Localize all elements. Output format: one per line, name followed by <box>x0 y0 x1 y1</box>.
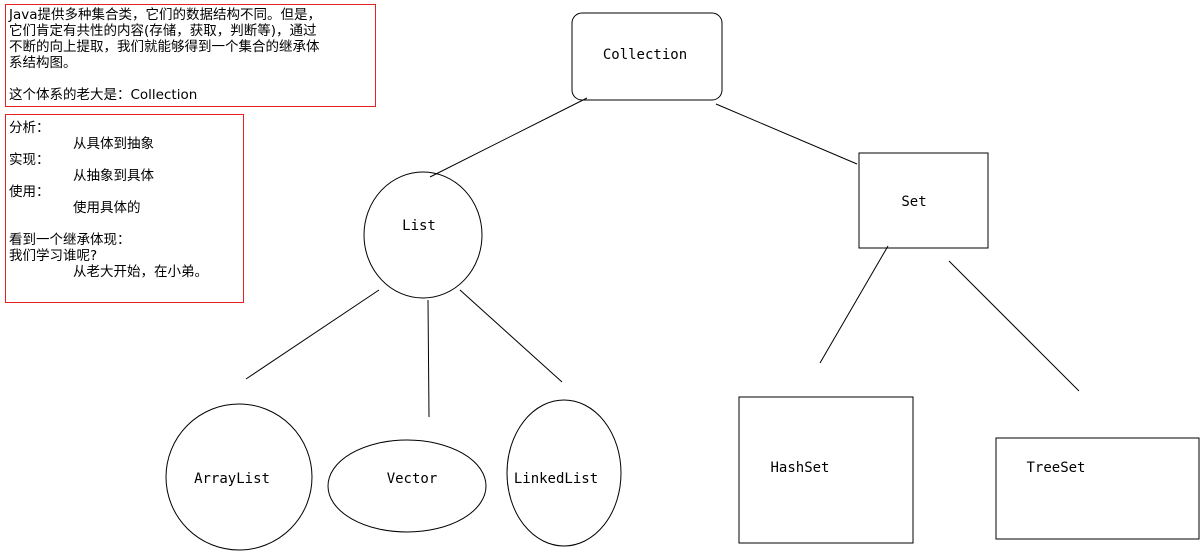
intro-line-3: 不断的向上提取，我们就能够得到一个集合的继承体 <box>9 39 320 55</box>
set-node <box>858 152 989 249</box>
answer-line: 从老大开始，在小弟。 <box>73 264 208 280</box>
intro-line-boss: 这个体系的老大是：Collection <box>9 87 198 103</box>
intro-line-2: 它们肯定有共性的内容(存储，获取，判断等)，通过 <box>9 23 317 39</box>
impl-text: 从抽象到具体 <box>73 168 154 184</box>
list-label: List <box>402 218 436 234</box>
arraylist-node <box>165 403 313 551</box>
analysis-text: 从具体到抽象 <box>73 136 154 152</box>
see-line: 看到一个继承体现： <box>9 232 131 248</box>
edge-collection-set <box>715 103 858 165</box>
edge-collection-list <box>429 97 588 178</box>
edge-list-arraylist <box>245 289 380 380</box>
linkedlist-node <box>506 399 622 547</box>
hashset-node <box>738 396 914 544</box>
hashset-label: HashSet <box>770 460 829 476</box>
vector-label: Vector <box>387 471 438 487</box>
edge-set-treeset <box>948 260 1080 392</box>
treeset-label: TreeSet <box>1026 460 1085 476</box>
vector-node <box>327 439 487 533</box>
edge-list-vector <box>427 299 430 418</box>
impl-label: 实现： <box>9 152 50 168</box>
analysis-note: 分析： 从具体到抽象 实现： 从抽象到具体 使用： 使用具体的 看到一个继承体现… <box>5 114 244 303</box>
set-label: Set <box>901 194 926 210</box>
collection-label: Collection <box>603 47 687 63</box>
edge-set-hashset <box>819 245 889 364</box>
edge-list-linkedlist <box>459 289 563 383</box>
list-node <box>363 171 483 299</box>
use-text: 使用具体的 <box>73 200 141 216</box>
linkedlist-label: LinkedList <box>514 471 598 487</box>
collection-node <box>571 12 723 101</box>
intro-line-1: Java提供多种集合类，它们的数据结构不同。但是， <box>9 7 322 23</box>
intro-note: Java提供多种集合类，它们的数据结构不同。但是， 它们肯定有共性的内容(存储，… <box>5 4 376 107</box>
analysis-label: 分析： <box>9 120 50 136</box>
use-label: 使用： <box>9 184 50 200</box>
intro-line-4: 系结构图。 <box>9 55 77 71</box>
arraylist-label: ArrayList <box>194 471 270 487</box>
treeset-node <box>995 437 1200 540</box>
learn-line: 我们学习谁呢? <box>9 248 98 264</box>
